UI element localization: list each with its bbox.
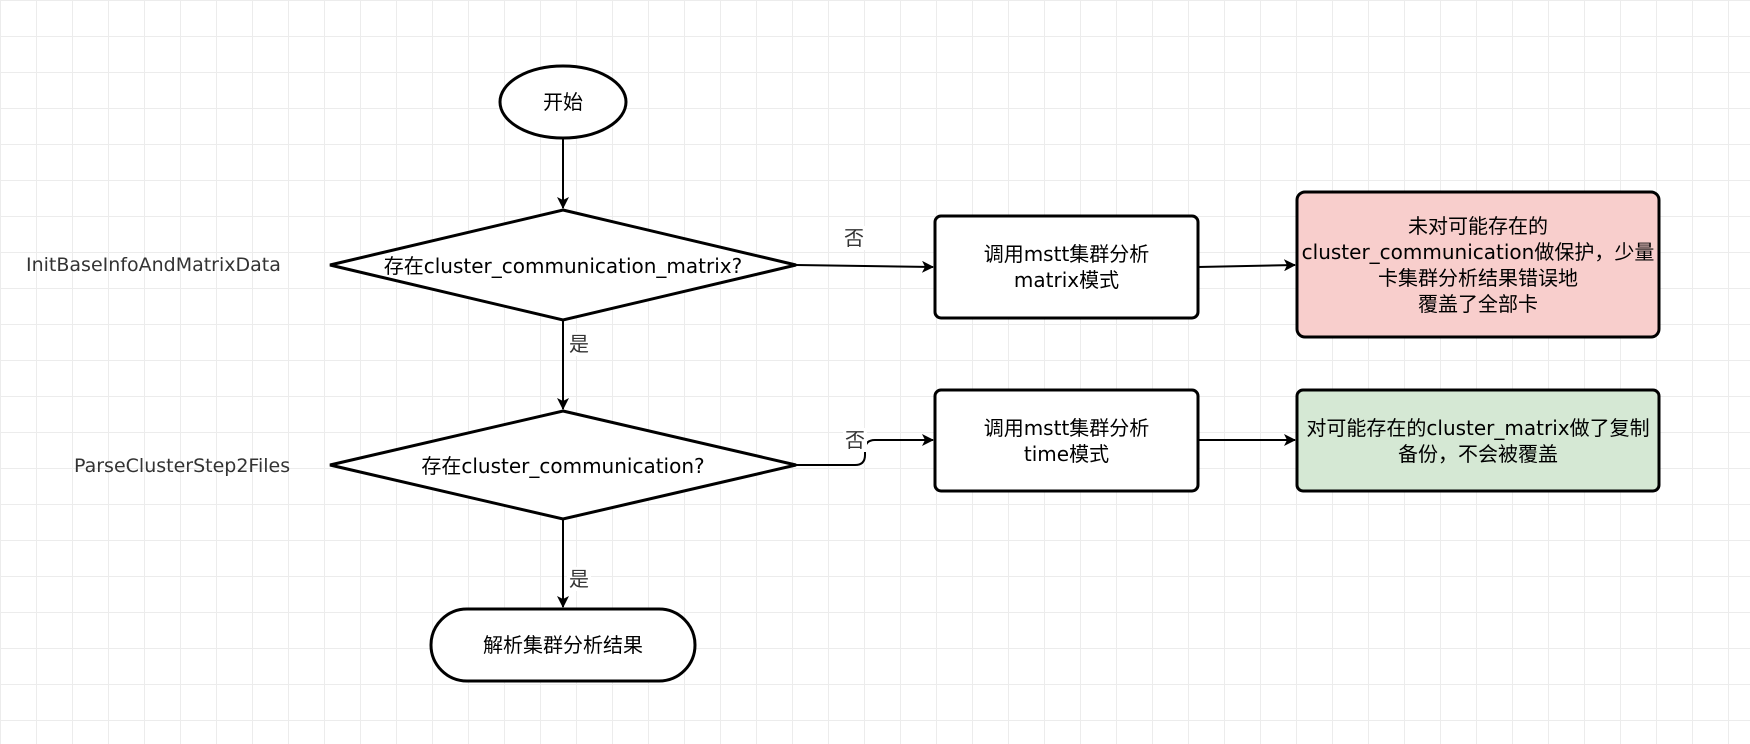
note-bad-shape[interactable]	[1295, 190, 1661, 339]
edge-label-no-2: 否	[843, 428, 867, 452]
decision-matrix-label: 存在cluster_communication_matrix?	[383, 254, 743, 278]
side-label-init: InitBaseInfoAndMatrixData	[26, 254, 281, 276]
call-matrix-label: 调用mstt集群分析 matrix模式	[983, 242, 1150, 292]
edge-label-no-1: 否	[842, 226, 866, 250]
note-bad-label: 未对可能存在的 cluster_communication做保护，少量 卡集群分…	[1301, 213, 1655, 316]
edge-label-yes-2: 是	[567, 567, 591, 591]
edge-call-matrix-to-note-bad[interactable]	[1197, 259, 1296, 272]
edge-decision1-to-call-matrix[interactable]	[795, 260, 934, 273]
note-good-label: 对可能存在的cluster_matrix做了复制 备份，不会被覆盖	[1306, 415, 1650, 466]
edge-label-yes-1: 是	[567, 332, 591, 356]
decision-comm-label: 存在cluster_communication?	[421, 454, 705, 478]
end-node-shape[interactable]	[429, 607, 697, 683]
edge-decision2-to-call-time[interactable]	[796, 434, 934, 466]
end-node-label: 解析集群分析结果	[483, 633, 643, 657]
start-node-label: 开始	[543, 90, 583, 114]
note-good-shape[interactable]	[1295, 388, 1661, 493]
call-time-label: 调用mstt集群分析 time模式	[983, 415, 1150, 466]
side-label-parse: ParseClusterStep2Files	[74, 455, 291, 477]
